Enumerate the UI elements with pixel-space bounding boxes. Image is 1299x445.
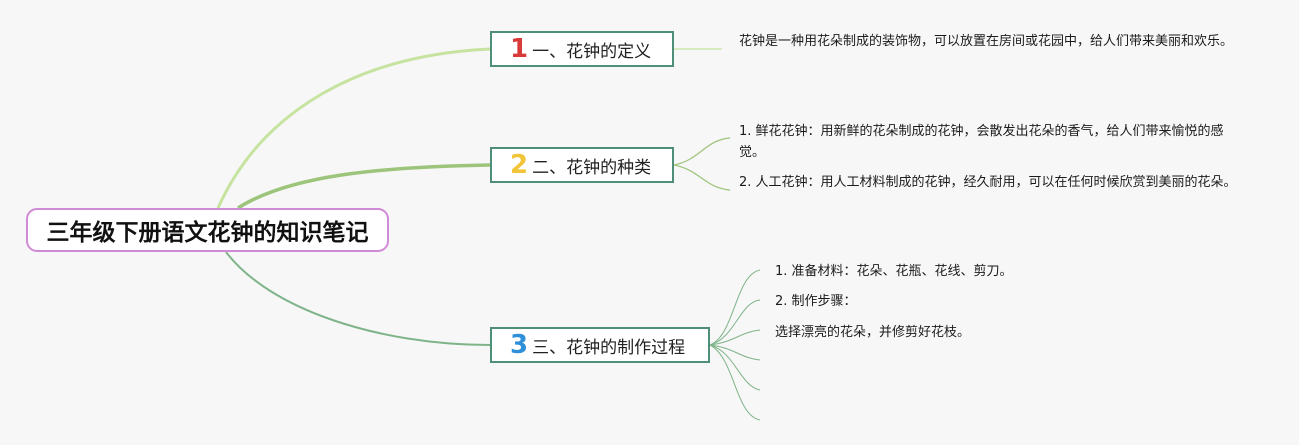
leaf-process-materials[interactable]: 1. 准备材料：花朵、花瓶、花线、剪刀。 — [775, 264, 1013, 279]
leaf-process-steps[interactable]: 2. 制作步骤： — [775, 294, 857, 309]
link-branch-3-leaf-2 — [709, 299, 761, 346]
number-1-icon: 1 — [510, 34, 529, 64]
leaf-type-artificial-flower[interactable]: 2. 人工花钟：用人工材料制成的花钟，经久耐用，可以在任何时候欣赏到美丽的花朵。 — [739, 175, 1237, 190]
link-branch-3-leaf-6 — [709, 344, 761, 421]
number-2-icon: 2 — [510, 150, 529, 180]
link-branch-3-leaf-5 — [709, 344, 761, 391]
branch-topic-label: 三、花钟的制作过程 — [532, 337, 686, 358]
branch-topic-label: 二、花钟的种类 — [532, 157, 652, 178]
link-root-branch-2 — [237, 163, 491, 210]
leaf-definition[interactable]: 花钟是一种用花朵制成的装饰物，可以放置在房间或花园中，给人们带来美丽和欢乐。 — [739, 34, 1234, 49]
link-branch-3-leaf-4 — [709, 344, 761, 361]
link-root-branch-3 — [225, 251, 491, 346]
link-branch-2-leaf-2 — [673, 164, 731, 191]
number-3-icon: 3 — [510, 330, 529, 360]
link-branch-3-leaf-3 — [709, 329, 761, 346]
link-root-branch-1 — [216, 47, 491, 209]
leaf-type-fresh-flower[interactable]: 1. 鲜花花钟：用新鲜的花朵制成的花钟，会散发出花朵的香气，给人们带来愉悦的感觉… — [739, 124, 1224, 160]
link-branch-3-leaf-1 — [709, 269, 761, 346]
branch-topic-definition[interactable]: 1 一、花钟的定义 — [490, 31, 674, 67]
branch-topic-label: 一、花钟的定义 — [532, 41, 652, 62]
root-topic[interactable]: 三年级下册语文花钟的知识笔记 — [26, 208, 389, 252]
link-branch-2-leaf-1 — [673, 137, 731, 166]
branch-topic-types[interactable]: 2 二、花钟的种类 — [490, 147, 674, 183]
root-topic-label: 三年级下册语文花钟的知识笔记 — [46, 220, 369, 246]
branch-topic-process[interactable]: 3 三、花钟的制作过程 — [490, 327, 710, 363]
leaf-process-choose-flowers[interactable]: 选择漂亮的花朵，并修剪好花枝。 — [775, 325, 971, 340]
